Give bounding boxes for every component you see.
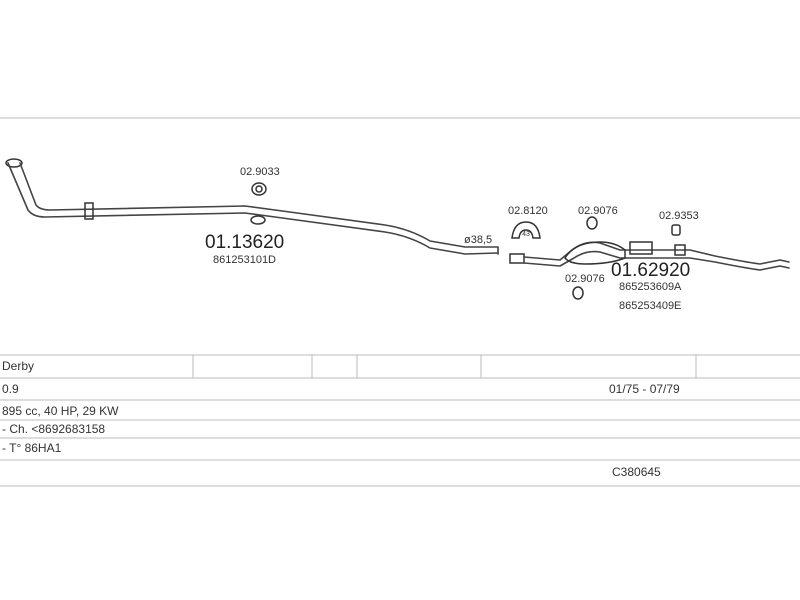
rear-box-oe-2: 865253409E xyxy=(619,300,681,312)
diameter-label: ø38,5 xyxy=(464,234,492,246)
vehicle-period: 01/75 - 07/79 xyxy=(609,382,680,396)
vehicle-model: Derby xyxy=(2,359,35,373)
vehicle-engine: 0.9 xyxy=(2,382,19,396)
rear-box-code: 01.62920 xyxy=(611,260,690,281)
mount-a-label: 02.8120 xyxy=(508,205,548,217)
pipe-joint-clamp xyxy=(250,215,266,225)
ring-icon xyxy=(586,216,598,230)
rear-silencer-assembly xyxy=(509,241,790,271)
clamp-b-icon xyxy=(671,224,681,236)
vehicle-spec: 895 cc, 40 HP, 29 KW xyxy=(2,404,119,418)
clamp-a-label: 02.9033 xyxy=(240,166,280,178)
ring-b-icon xyxy=(572,286,584,300)
vehicle-ref: C380645 xyxy=(612,465,661,479)
front-pipe xyxy=(5,158,499,255)
inlet-sleeve xyxy=(509,253,525,264)
vehicle-chassis: - Ch. <8692683158 xyxy=(2,422,106,436)
resonator-body xyxy=(629,241,653,255)
front-pipe-code: 01.13620 xyxy=(205,232,284,253)
clamp-b-label: 02.9353 xyxy=(659,210,699,222)
silencer-box xyxy=(564,241,626,265)
clamp-band xyxy=(674,244,686,256)
svg-text:43: 43 xyxy=(522,231,530,238)
clamp-icon xyxy=(251,182,267,196)
rear-box-oe-1: 865253609A xyxy=(619,281,682,293)
pipe-hanger-bracket xyxy=(84,202,94,220)
vehicle-table-grid xyxy=(0,354,800,487)
ring-b-label: 02.9076 xyxy=(565,273,605,285)
ring-a-label: 02.9076 xyxy=(578,205,618,217)
manifold-flange xyxy=(5,158,23,168)
vehicle-type: - T° 86HA1 xyxy=(2,441,62,455)
rubber-mount-icon: 43 xyxy=(511,221,541,239)
front-pipe-oe-number: 861253101D xyxy=(213,254,276,266)
